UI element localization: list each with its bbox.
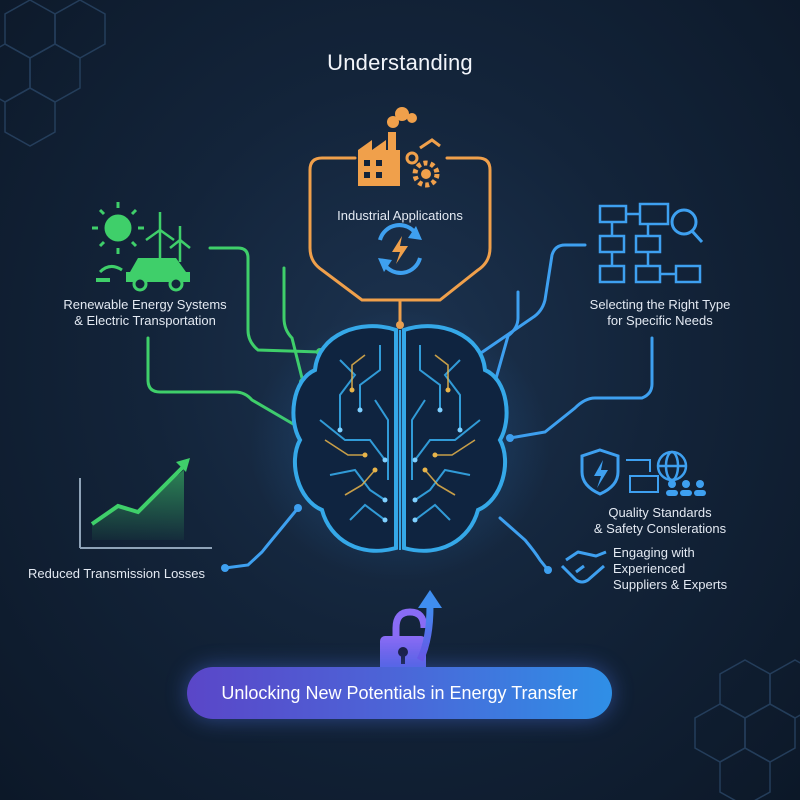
unlocked-padlock-icon (380, 608, 428, 674)
engaging-line-1: Engaging with (613, 545, 695, 560)
selecting-line-2: for Specific Needs (607, 313, 713, 328)
team-icon (666, 480, 706, 496)
connector-lines-left (146, 246, 322, 430)
quality-line-2: & Safety Conslerations (593, 521, 727, 536)
quality-line-1: Quality Standards (608, 505, 712, 520)
brain-circuit-icon (250, 310, 550, 580)
engaging-line-2: Experienced (613, 561, 686, 576)
globe-icon (656, 450, 688, 482)
gear-icon (405, 138, 441, 188)
flowchart-icon (598, 202, 702, 284)
connector-lines-right (223, 243, 654, 572)
quality-standards-label: Quality Standards & Safety Conslerations (555, 505, 765, 537)
document-chart-icon (626, 459, 659, 493)
factory-icon (358, 107, 417, 186)
handshake-icon (560, 550, 607, 584)
renewable-energy-label: Renewable Energy Systems & Electric Tran… (40, 297, 250, 329)
wind-turbine-icon (145, 212, 191, 262)
engaging-line-3: Suppliers & Experts (613, 577, 728, 592)
hexagon-decoration-bottom-right (694, 659, 800, 800)
hexagon-decoration-top-left (0, 0, 106, 147)
growth-chart-icon (79, 458, 212, 549)
magnifier-icon (670, 208, 704, 244)
upward-arrow-icon (416, 590, 442, 662)
connector-dot (544, 566, 552, 574)
connector-dot (221, 564, 229, 572)
unlocking-potentials-banner: Unlocking New Potentials in Energy Trans… (187, 667, 612, 719)
selecting-line-1: Selecting the Right Type (589, 297, 731, 312)
engaging-suppliers-label: Engaging with Experienced Suppliers & Ex… (613, 545, 763, 593)
banner-text: Unlocking New Potentials in Energy Trans… (221, 682, 578, 703)
recycle-bolt-icon (378, 223, 422, 275)
shield-bolt-icon (580, 448, 620, 496)
renewable-line-2: & Electric Transportation (74, 313, 216, 328)
sun-icon (92, 202, 144, 254)
reduced-losses-label: Reduced Transmission Losses (28, 566, 206, 581)
renewable-line-1: Renewable Energy Systems (63, 297, 227, 312)
industrial-applications-label: Industrial Applications (337, 208, 463, 223)
page-title: Understanding (327, 50, 473, 75)
selecting-type-label: Selecting the Right Type for Specific Ne… (560, 297, 760, 329)
electric-car-icon (96, 258, 190, 292)
